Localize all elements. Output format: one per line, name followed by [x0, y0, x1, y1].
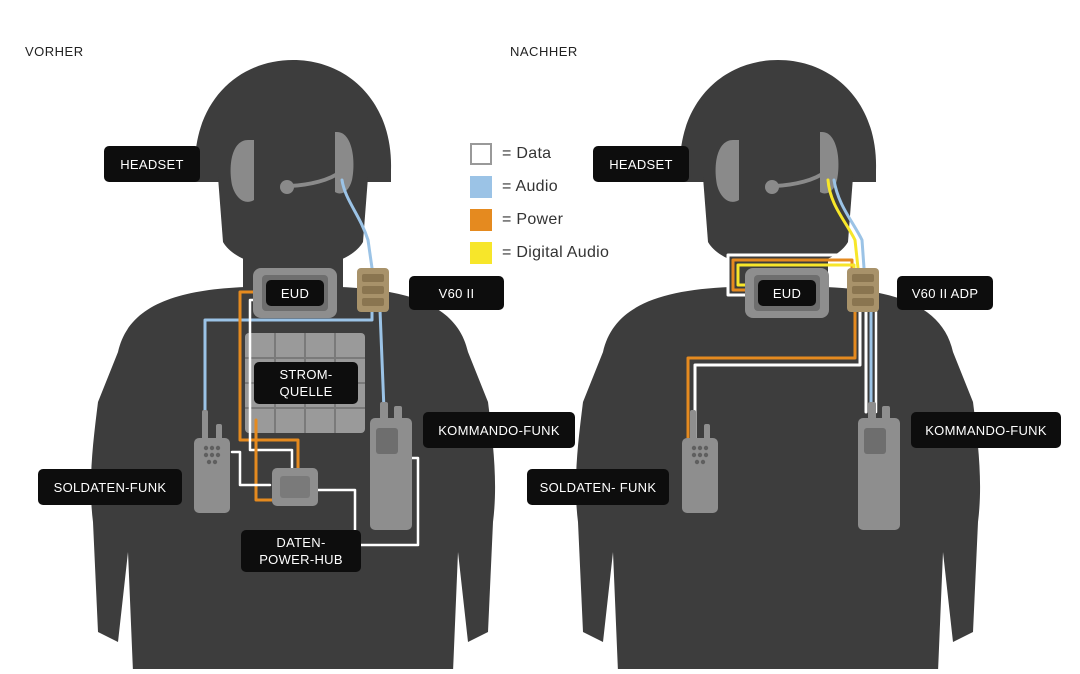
legend-audio-label: = Audio — [502, 178, 558, 195]
legend-power-swatch — [470, 209, 492, 231]
cables-after — [686, 178, 878, 442]
legend-digital-audio-label: = Digital Audio — [502, 244, 610, 261]
label-hub: DATEN- POWER-HUB — [241, 530, 361, 572]
legend-audio: = Audio — [470, 176, 558, 198]
command-radio-screen-after — [864, 428, 886, 454]
label-v60-before: V60 II — [409, 276, 504, 310]
command-radio-device-before — [370, 402, 412, 530]
legend-power: = Power — [470, 209, 563, 231]
label-v60-adp: V60 II ADP — [897, 276, 993, 310]
legend-audio-swatch — [470, 176, 492, 198]
label-power-source: STROM- QUELLE — [254, 362, 358, 404]
legend-power-label: = Power — [502, 211, 564, 228]
legend-data-swatch — [470, 143, 492, 165]
mic-boom-before — [289, 170, 342, 188]
v60-device-before — [357, 268, 389, 312]
mic-after — [765, 180, 779, 194]
before-title: VORHER — [25, 44, 84, 59]
legend-data-label: = Data — [502, 145, 552, 162]
after-title: NACHHER — [510, 44, 578, 59]
v60-adp-device — [847, 268, 879, 312]
label-command-radio-after: KOMMANDO-FUNK — [911, 412, 1061, 448]
headset-cup-after — [820, 132, 839, 194]
ear-left-after — [715, 140, 739, 202]
label-eud-before: EUD — [266, 280, 324, 306]
legend-data: = Data — [470, 143, 551, 165]
legend-digital-audio-swatch — [470, 242, 492, 264]
legend-digital-audio: = Digital Audio — [470, 242, 609, 264]
label-soldier-radio-after: SOLDATEN- FUNK — [527, 469, 669, 505]
command-radio-device-after — [858, 402, 900, 530]
hub-device — [272, 468, 318, 506]
headset-cup-before — [335, 132, 354, 194]
label-eud-after: EUD — [758, 280, 816, 306]
label-headset-before: HEADSET — [104, 146, 200, 182]
ear-left-before — [230, 140, 254, 202]
label-command-radio-before: KOMMANDO-FUNK — [423, 412, 575, 448]
mic-before — [280, 180, 294, 194]
soldier-radio-speaker-before — [203, 445, 221, 465]
mic-boom-after — [774, 170, 827, 188]
soldier-radio-speaker-after — [691, 445, 709, 465]
label-headset-after: HEADSET — [593, 146, 689, 182]
command-radio-screen-before — [376, 428, 398, 454]
label-soldier-radio-before: SOLDATEN-FUNK — [38, 469, 182, 505]
